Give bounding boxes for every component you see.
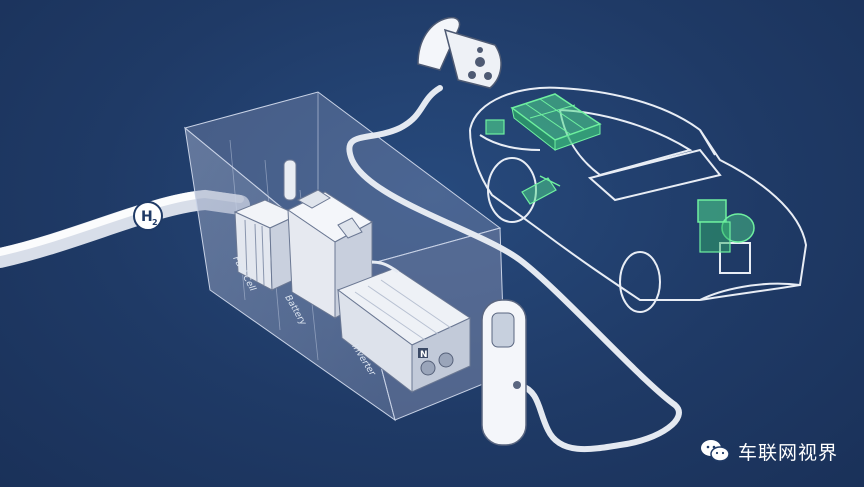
inverter-unit <box>336 267 472 394</box>
hydrogen-badge: H 2 <box>133 201 163 231</box>
charging-cable <box>346 85 682 453</box>
watermark-text: 车联网视界 <box>738 441 839 464</box>
charging-post <box>481 299 527 446</box>
hydrogen-pipe <box>0 189 250 268</box>
hydrogen-subscript: 2 <box>152 218 158 227</box>
car-charge-port <box>485 119 505 135</box>
internal-cables <box>371 260 399 274</box>
car-battery-pack <box>510 93 602 152</box>
car-motor <box>697 199 755 253</box>
car-power-electronics <box>521 175 561 205</box>
wechat-icon <box>701 440 730 462</box>
inverter-badge: N <box>420 350 428 360</box>
watermark: 车联网视界 <box>700 434 850 468</box>
hydrogen-label: H <box>141 209 153 225</box>
charging-nozzle <box>417 16 502 89</box>
